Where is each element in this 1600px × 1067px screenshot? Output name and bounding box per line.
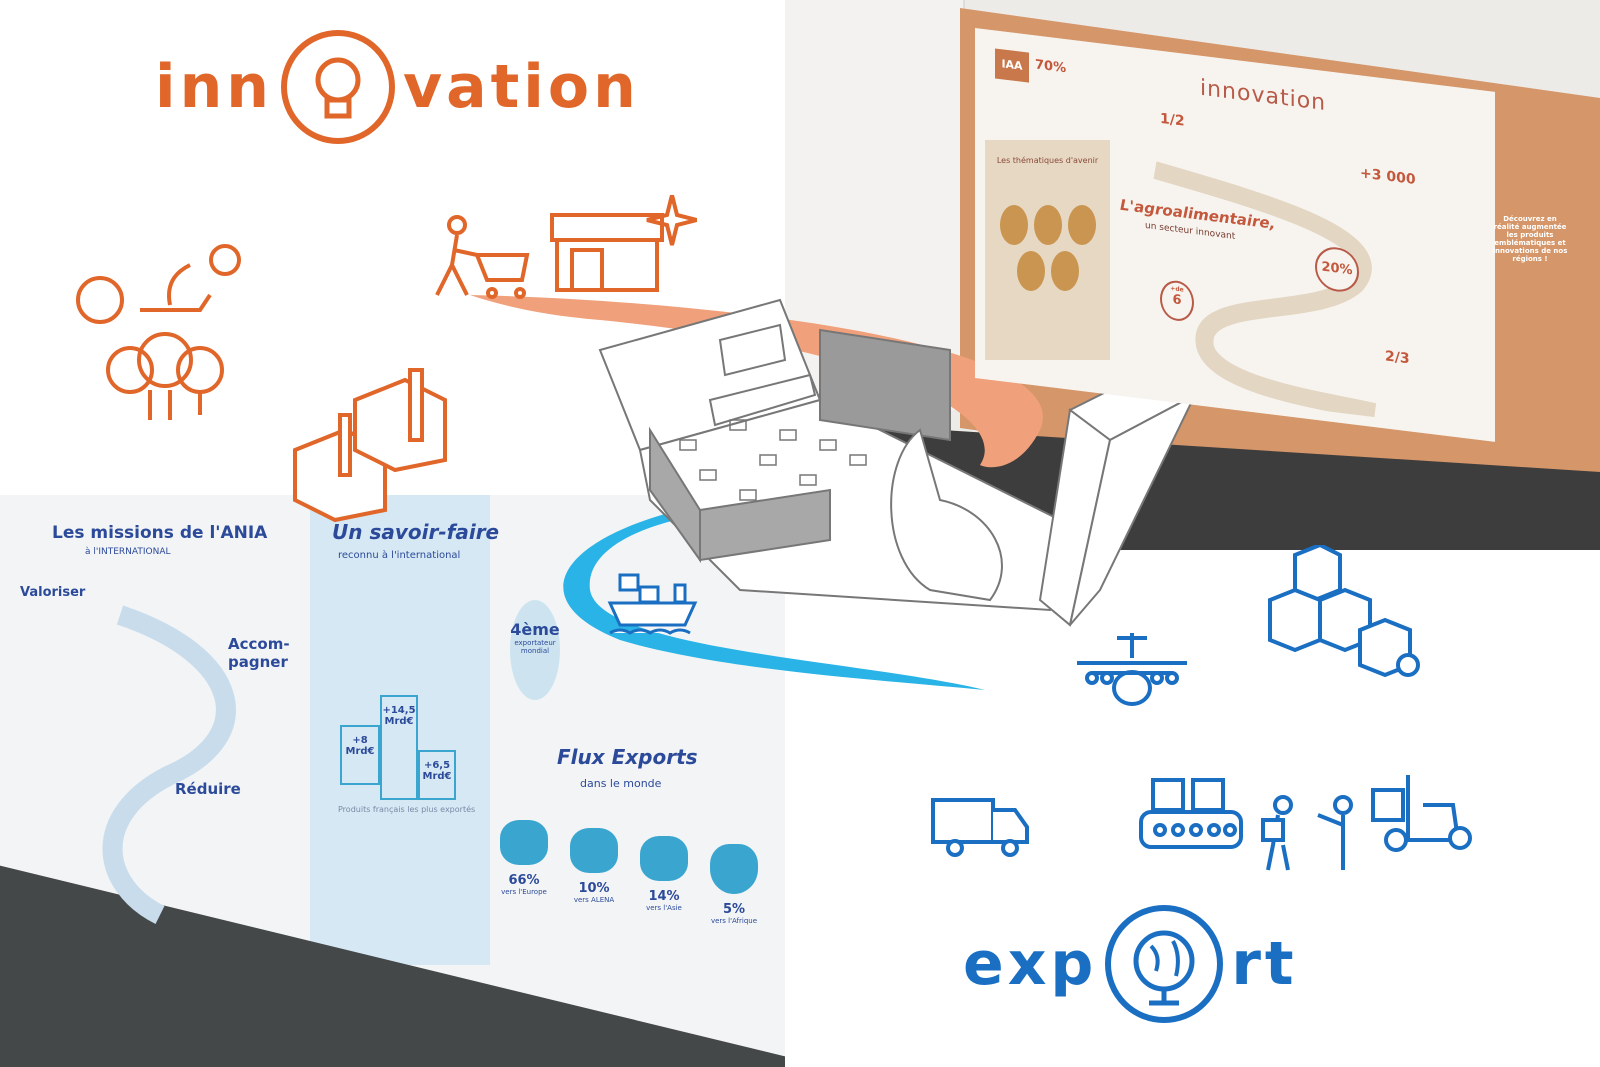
podium-val3: +6,5 Mrd€: [418, 750, 456, 800]
podium-val2: +14,5 Mrd€: [380, 695, 418, 800]
forklift-icon: [1371, 775, 1472, 852]
workers-icon: [1261, 795, 1353, 871]
region-afrique: 5%vers l'Afrique: [710, 844, 758, 925]
stat-half: 1/2: [1160, 110, 1185, 130]
missions-title: Les missions de l'ANIA: [52, 523, 268, 543]
region-label: vers ALENA: [573, 896, 615, 904]
region-pct: 14%: [648, 889, 680, 904]
flux-title: Flux Exports: [557, 745, 698, 769]
map-icon: [710, 844, 758, 894]
missions-sub: à l'INTERNATIONAL: [85, 547, 171, 557]
map-icon: [640, 836, 688, 881]
stat-70: 70%: [1035, 57, 1067, 77]
step-reduire: Réduire: [175, 780, 241, 798]
side-title: Les thématiques d'avenir: [996, 156, 1099, 165]
iaa-flag: IAA: [995, 48, 1029, 83]
savoir-caption: Produits français les plus exportés: [338, 805, 476, 814]
logo-suffix: vation: [403, 52, 640, 122]
stat-2-3: 2/3: [1385, 348, 1410, 368]
rank-circle: 4ème exportateur mondial: [510, 600, 560, 700]
innovation-poster: IAA 70% innovation 1/2 L'agroalimentaire…: [975, 28, 1495, 442]
logo-prefix: exp: [963, 929, 1098, 999]
region-label: vers l'Europe: [501, 888, 547, 896]
theme-circle: [1016, 251, 1045, 291]
regions-list: 66%vers l'Europe 10%vers ALENA 14%vers l…: [500, 820, 758, 925]
region-label: vers l'Asie: [646, 904, 682, 912]
region-asie: 14%vers l'Asie: [640, 836, 688, 925]
theme-circle: [1033, 205, 1062, 245]
theme-circle: [1067, 205, 1096, 245]
winding-road: [1153, 161, 1377, 420]
poster-logo: innovation: [1200, 75, 1327, 117]
factory-icon: [293, 368, 447, 523]
booth-3d-drawing: [598, 298, 1198, 627]
savoir-title: Un savoir-faire: [332, 520, 500, 544]
step-accompagner: Accom-pagner: [228, 635, 290, 671]
logo-suffix: rt: [1231, 929, 1298, 999]
ar-cta: Découvrez en réalité augmentée les produ…: [1492, 215, 1568, 263]
rank-value: 4ème: [510, 620, 560, 639]
winding-path: [102, 605, 236, 924]
logistics-icons: [1139, 775, 1472, 871]
podium-val1: +8 Mrd€: [340, 725, 380, 785]
region-pct: 10%: [578, 881, 610, 896]
cargo-ship-icon: [607, 573, 698, 635]
theme-circle: [1050, 251, 1079, 291]
region-label: vers l'Afrique: [710, 917, 758, 925]
airplane-icon: [1077, 633, 1187, 706]
thematiques-panel: Les thématiques d'avenir: [985, 140, 1110, 360]
region-pct: 5%: [722, 902, 746, 917]
map-icon: [500, 820, 548, 865]
region-europe: 66%vers l'Europe: [500, 820, 548, 925]
region-pct: 66%: [508, 873, 540, 888]
stat-6-value: 6: [1172, 292, 1182, 309]
savoir-sub: reconnu à l'international: [338, 550, 461, 561]
region-alena: 10%vers ALENA: [570, 828, 618, 925]
truck-icon: [931, 798, 1029, 857]
boxes-icon: [1268, 545, 1420, 678]
flux-sub: dans le monde: [580, 777, 662, 790]
rank-caption: exportateur mondial: [514, 639, 556, 655]
logo-prefix: inn: [155, 52, 273, 122]
lightbulb-icon: [281, 30, 395, 144]
globe-icon: [1105, 905, 1224, 1023]
step-valoriser: Valoriser: [20, 585, 86, 600]
shopping-store-icon: [435, 195, 697, 299]
blue-swoosh: [563, 510, 985, 690]
conveyor-icon: [1139, 778, 1243, 849]
map-icon: [570, 828, 618, 873]
eco-innovation-icon: [76, 244, 241, 420]
theme-circle: [999, 205, 1028, 245]
innovation-logo: inn vation: [155, 30, 640, 144]
export-logo: exp rt: [963, 905, 1298, 1023]
